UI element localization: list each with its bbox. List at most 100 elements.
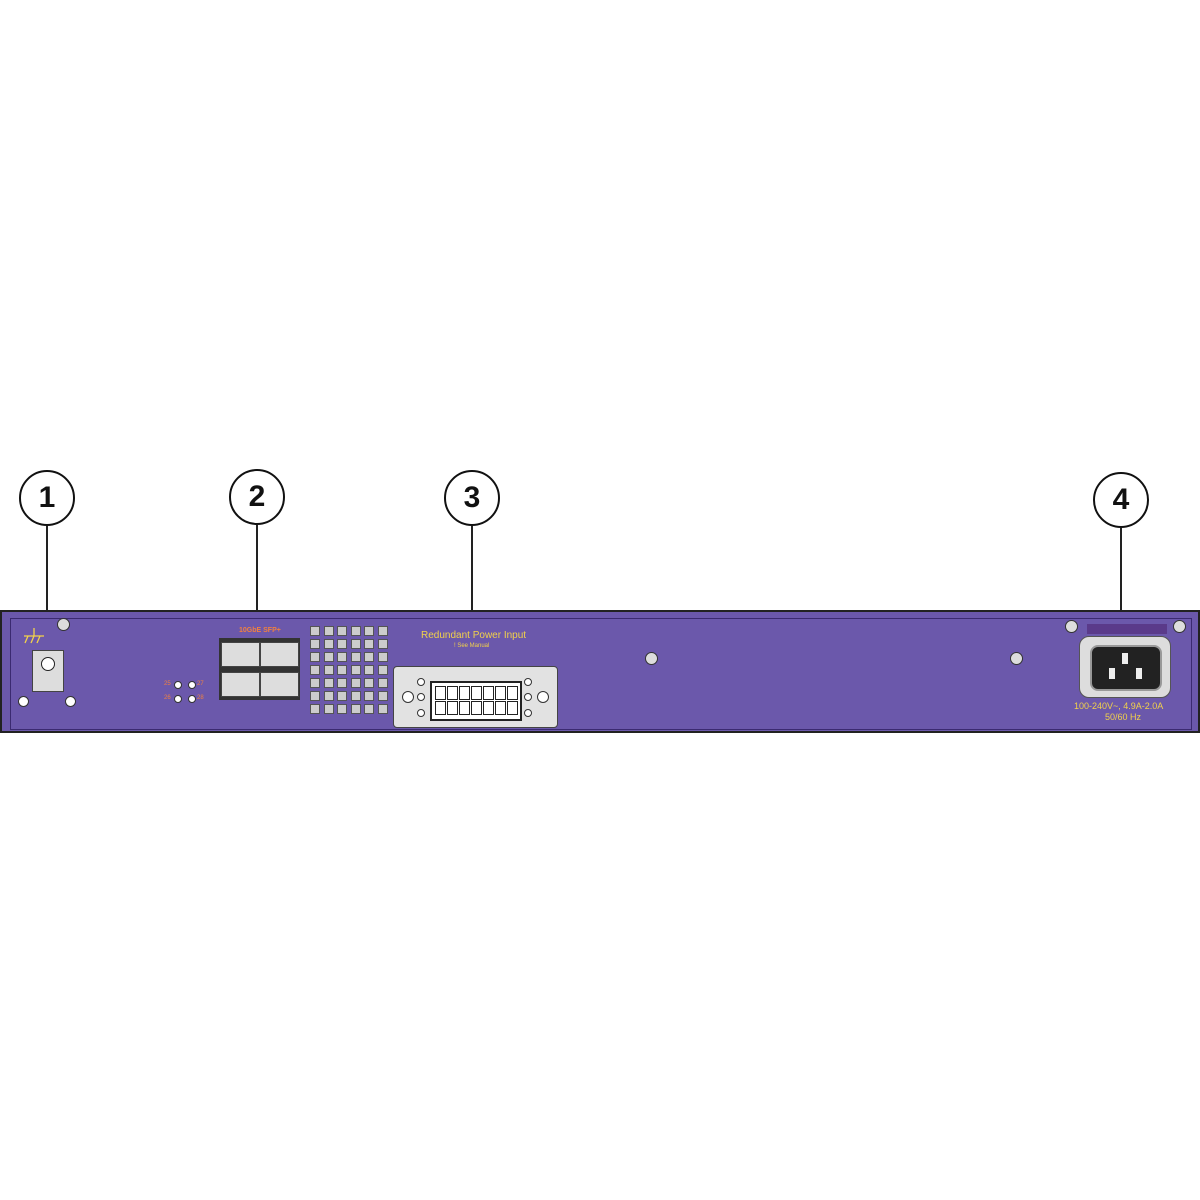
ac-power-inlet[interactable]	[1079, 636, 1171, 698]
sfp-port-27[interactable]	[260, 642, 299, 667]
vent-slot	[323, 639, 334, 649]
rps-connector-plate	[393, 666, 558, 728]
ground-lug-plate	[32, 650, 64, 692]
screw-icon	[1065, 620, 1078, 633]
vent-slot	[350, 639, 361, 649]
vent-slot	[337, 704, 347, 714]
vent-slot	[350, 691, 361, 701]
screw-icon	[1010, 652, 1023, 665]
vent-slot	[377, 704, 388, 714]
vent-slot	[377, 626, 388, 636]
rps-hole	[524, 678, 532, 686]
rps-pin	[447, 701, 458, 715]
rps-hole	[417, 709, 425, 717]
ground-symbol-icon	[24, 628, 44, 644]
rps-pin	[459, 701, 470, 715]
led-label-28: 28	[197, 695, 204, 701]
rps-pin	[483, 701, 494, 715]
vent-slot	[377, 652, 388, 662]
screw-icon	[1173, 620, 1186, 633]
rps-pin	[507, 686, 518, 700]
vent-slot	[364, 639, 374, 649]
mount-hole	[18, 696, 29, 707]
vent-slot	[337, 665, 347, 675]
port-led-26	[174, 695, 182, 703]
vent-slot	[310, 626, 320, 636]
callout-4: 4	[1093, 472, 1149, 528]
rps-hole	[537, 691, 549, 703]
power-rating-line1: 100-240V~, 4.9A-2.0A	[1074, 701, 1164, 711]
led-label-25: 25	[164, 681, 171, 687]
ac-pin	[1136, 668, 1142, 679]
vent-slot	[377, 691, 388, 701]
vent-slot	[377, 678, 388, 688]
vent-slot	[323, 665, 334, 675]
sfp-cage	[219, 638, 300, 700]
vent-slot	[337, 639, 347, 649]
rps-hole	[524, 709, 532, 717]
rps-pin	[447, 686, 458, 700]
led-label-27: 27	[197, 681, 204, 687]
screw-icon	[57, 618, 70, 631]
rear-panel: 25 27 26 28 10GbE SFP+ Redundant Power I…	[0, 610, 1200, 733]
vent-slot	[364, 691, 374, 701]
vent-slot	[310, 665, 320, 675]
vent-slot	[323, 704, 334, 714]
vent-slot	[310, 704, 320, 714]
vent-slot	[350, 652, 361, 662]
rps-pin	[495, 686, 506, 700]
leader-line-2	[256, 525, 258, 612]
rps-pin	[471, 686, 482, 700]
rps-pin	[459, 686, 470, 700]
rps-hole	[417, 693, 425, 701]
rps-pin	[435, 701, 446, 715]
vent-slot	[323, 652, 334, 662]
sfp-port-25[interactable]	[221, 642, 260, 667]
rps-pin	[483, 686, 494, 700]
vent-slot	[364, 665, 374, 675]
vent-slot	[350, 704, 361, 714]
vent-slot	[364, 652, 374, 662]
ground-screw-icon	[41, 657, 55, 671]
vent-slot	[310, 639, 320, 649]
vent-slot	[377, 639, 388, 649]
rps-title: Redundant Power Input	[421, 630, 527, 641]
vent-slot	[323, 626, 334, 636]
power-rating-line2: 50/60 Hz	[1105, 712, 1142, 722]
mount-hole	[65, 696, 76, 707]
port-led-27	[188, 681, 196, 689]
port-led-25	[174, 681, 182, 689]
vent-slot	[337, 652, 347, 662]
vent-slot	[350, 665, 361, 675]
vent-slot	[323, 691, 334, 701]
rps-pin	[435, 686, 446, 700]
panel-inset	[10, 618, 1192, 730]
leader-line-1	[46, 526, 48, 612]
vent-slot	[364, 626, 374, 636]
callout-1: 1	[19, 470, 75, 526]
screw-icon	[645, 652, 658, 665]
vent-slot	[364, 678, 374, 688]
vent-slot	[377, 665, 388, 675]
callout-2: 2	[229, 469, 285, 525]
rps-connector[interactable]	[430, 681, 522, 721]
vent-slot	[350, 678, 361, 688]
rps-pin	[471, 701, 482, 715]
ac-socket	[1090, 645, 1162, 691]
rps-pin	[507, 701, 518, 715]
sfp-label: 10GbE SFP+	[239, 627, 281, 634]
ac-pin-ground	[1122, 653, 1128, 664]
sfp-port-26[interactable]	[221, 672, 260, 697]
sfp-port-28[interactable]	[260, 672, 299, 697]
vent-slot	[337, 691, 347, 701]
vent-slot	[350, 626, 361, 636]
led-label-26: 26	[164, 695, 171, 701]
ac-pin	[1109, 668, 1115, 679]
leader-line-3	[471, 526, 473, 612]
rps-hole	[402, 691, 414, 703]
vent-slot	[310, 678, 320, 688]
rps-hole	[417, 678, 425, 686]
rps-note: ! See Manual	[454, 643, 490, 649]
vent-slot	[337, 678, 347, 688]
